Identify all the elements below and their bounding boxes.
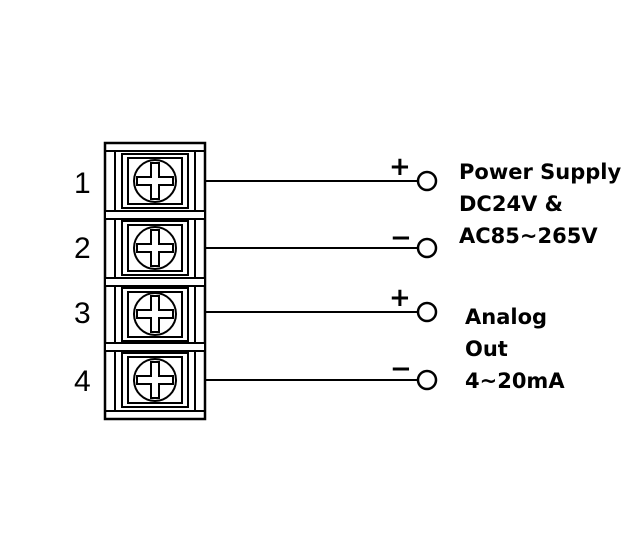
terminal-block xyxy=(103,141,207,421)
analog-label-line-3: 4~20mA xyxy=(465,369,565,393)
analog-label-line-2: Out xyxy=(465,337,508,361)
analog-label-line-1: Analog xyxy=(465,305,547,329)
terminal-contact-1 xyxy=(416,170,438,192)
analog-out-label: Analog Out 4~20mA xyxy=(465,305,565,393)
terminal-4: 4 − xyxy=(74,352,438,408)
terminal-contact-3 xyxy=(416,301,438,323)
power-supply-label: Power Supply DC24V & AC85~265V xyxy=(459,160,621,248)
terminal-3: 3 + xyxy=(74,283,438,342)
terminal-contact-4 xyxy=(416,369,438,391)
power-label-line-3: AC85~265V xyxy=(459,224,598,248)
screw-icon xyxy=(121,153,189,209)
terminal-number-3: 3 xyxy=(74,297,91,330)
polarity-4: − xyxy=(390,354,412,384)
screw-icon xyxy=(121,220,189,276)
screw-icon xyxy=(121,352,189,408)
terminal-contact-2 xyxy=(416,237,438,259)
terminal-number-1: 1 xyxy=(74,167,91,200)
polarity-3: + xyxy=(389,283,411,313)
polarity-2: − xyxy=(390,223,412,253)
power-label-line-1: Power Supply xyxy=(459,160,621,184)
terminal-number-4: 4 xyxy=(74,365,91,398)
power-label-line-2: DC24V & xyxy=(459,192,563,216)
screw-icon xyxy=(121,287,189,342)
polarity-1: + xyxy=(389,152,411,182)
terminal-2: 2 − xyxy=(74,220,438,276)
terminal-1: 1 + xyxy=(74,152,438,209)
terminal-number-2: 2 xyxy=(74,232,91,265)
